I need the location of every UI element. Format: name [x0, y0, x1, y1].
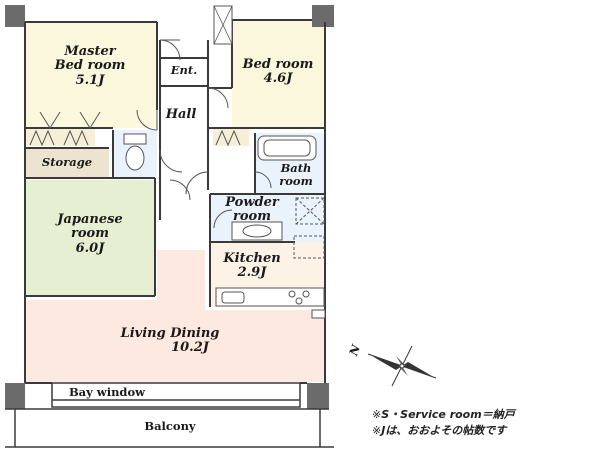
- interior-walls: [25, 20, 325, 307]
- note-text-2: Jは、おおよその帖数です: [381, 424, 507, 437]
- bay-window-name: Bay window: [68, 385, 146, 399]
- bay-window-outline: [51, 382, 301, 408]
- living-dining-floor: [25, 250, 325, 382]
- hall-name: Hall: [165, 107, 197, 122]
- note-mark-1: ※: [372, 408, 382, 421]
- bathroom-name-line2: room: [279, 173, 313, 188]
- exterior-walls: [24, 19, 326, 384]
- balcony-name: Balcony: [144, 419, 196, 433]
- bathroom-name-line1: Bath: [280, 161, 312, 175]
- japanese-room-size: 6.0J: [75, 240, 105, 256]
- vent: [311, 309, 326, 319]
- living-dining-label: Living Dining 10.2J: [100, 326, 240, 356]
- entrance-name: Ent.: [170, 63, 198, 77]
- note-line-1: ※S・Service room＝納戸: [372, 406, 515, 422]
- kitchen-label: Kitchen 2.9J: [212, 251, 292, 281]
- hall-label: Hall: [156, 107, 206, 122]
- compass-rose: [367, 345, 437, 387]
- bedroom-floor: [232, 20, 326, 128]
- note-line-2: ※Jは、おおよその帖数です: [372, 422, 506, 438]
- bay-window-label: Bay window: [52, 386, 162, 399]
- japanese-room-floor: [25, 180, 155, 296]
- kitchen-size: 2.9J: [237, 265, 267, 281]
- kitchen-name: Kitchen: [223, 251, 281, 266]
- bedroom-label: Bed room 4.6J: [228, 57, 328, 87]
- balcony-outline: [5, 408, 334, 448]
- bedroom-name: Bed room: [242, 57, 314, 72]
- column: [312, 5, 334, 27]
- column: [5, 383, 25, 409]
- note-mark-2: ※: [372, 424, 382, 437]
- master-bedroom-name-line1: Master: [64, 44, 116, 59]
- door-swings: [136, 39, 272, 229]
- master-bedroom-floor: [25, 22, 157, 128]
- hall-floor: [160, 90, 208, 220]
- storage-label: Storage: [27, 156, 107, 169]
- balcony-label: Balcony: [120, 420, 220, 433]
- japanese-room-name-line2: room: [71, 226, 109, 242]
- washbasin-fixture: [231, 221, 283, 241]
- entrance-label: Ent.: [161, 64, 207, 77]
- master-bedroom-size: 5.1J: [75, 72, 105, 88]
- column: [5, 5, 25, 27]
- washing-machine-space: [295, 197, 325, 225]
- master-bedroom-name-line2: Bed room: [54, 58, 126, 74]
- living-dining-size: 10.2J: [171, 340, 209, 356]
- column: [307, 383, 329, 409]
- note-text-1: S・Service room＝納戸: [381, 408, 515, 421]
- fridge-space: [293, 235, 325, 259]
- bathtub-fixture: [257, 135, 317, 161]
- powder-room-name-line2: room: [233, 209, 271, 225]
- bedroom-size: 4.6J: [263, 71, 293, 87]
- japanese-room-name-line1: Japanese: [57, 212, 123, 227]
- kitchen-counter: [215, 287, 325, 307]
- storage-name: Storage: [41, 155, 93, 169]
- powder-room-name-line1: Powder: [225, 195, 279, 210]
- closet-doors: [29, 111, 241, 147]
- master-bedroom-label: Master Bed room 5.1J: [40, 44, 140, 88]
- bathroom-label: Bath room: [266, 162, 326, 187]
- storage-floor: [25, 148, 109, 178]
- powder-room-label: Powder room: [212, 195, 292, 225]
- living-dining-name: Living Dining: [120, 326, 220, 341]
- japanese-room-label: Japanese room 6.0J: [30, 212, 150, 256]
- toilet-fixture: [123, 133, 147, 171]
